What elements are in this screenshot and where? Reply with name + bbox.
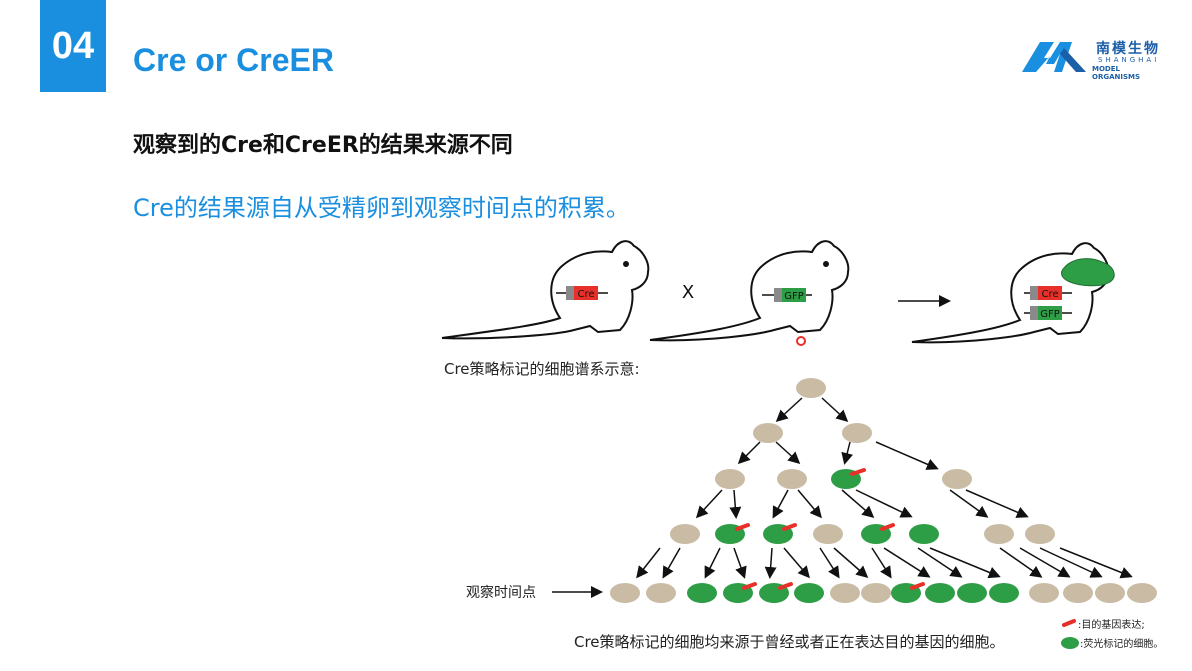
cell [1029, 583, 1059, 603]
mouse-offspring: Cre GFP [911, 242, 1115, 344]
mouse2-gene-label: GFP [784, 291, 804, 302]
section-title: Cre or CreER [133, 42, 334, 78]
cell [861, 583, 891, 603]
logo-mark-icon [1022, 42, 1086, 72]
cell [796, 378, 826, 398]
lineage-title: Cre策略标记的细胞谱系示意: [444, 360, 640, 378]
cell [1127, 583, 1157, 603]
cross-symbol: X [682, 282, 694, 303]
legend-cell-marker [1061, 637, 1079, 649]
logo-english-line1: SHANGHAI [1098, 56, 1160, 64]
cell [715, 469, 745, 489]
cell [646, 583, 676, 603]
lineage-cells [610, 378, 1157, 603]
lineage-arrows [636, 397, 1133, 579]
cursor-indicator [796, 336, 806, 346]
cell [842, 423, 872, 443]
cell [777, 469, 807, 489]
cell [753, 423, 783, 443]
logo-chinese-text: 南模生物 [1096, 41, 1160, 57]
page-subheading: Cre的结果源自从受精卵到观察时间点的积累。 [133, 194, 630, 222]
logo-english-line2: MODEL ORGANISMS [1092, 65, 1141, 81]
mouse-cre: Cre [441, 240, 650, 340]
observation-label: 观察时间点 [466, 584, 536, 601]
gene-mark [742, 582, 757, 590]
offspring-gene-label-1: Cre [1041, 289, 1058, 300]
cell [942, 469, 972, 489]
cell [984, 524, 1014, 544]
gene-mark [735, 523, 750, 531]
cell [813, 524, 843, 544]
mouse1-gene-label: Cre [577, 289, 594, 300]
gene-mark [880, 523, 895, 531]
cell-green [794, 583, 824, 603]
cell [610, 583, 640, 603]
cell [830, 583, 860, 603]
mouse-gfp: GFP [649, 240, 850, 346]
section-number: 04 [51, 24, 95, 67]
gene-mark [778, 582, 793, 590]
offspring-gene-label-2: GFP [1040, 309, 1060, 320]
cell-green [989, 583, 1019, 603]
cell-green [925, 583, 955, 603]
cell-green [909, 524, 939, 544]
cell-green [687, 583, 717, 603]
section-number-badge: 04 [40, 0, 106, 92]
cell [670, 524, 700, 544]
gene-mark [782, 523, 797, 531]
gene-mark [910, 582, 925, 590]
legend-gene-label: :目的基因表达; [1078, 618, 1145, 631]
gene-mark [850, 468, 866, 476]
cell-green [957, 583, 987, 603]
page-heading: 观察到的Cre和CreER的结果来源不同 [133, 133, 513, 158]
cell [1025, 524, 1055, 544]
cell [1063, 583, 1093, 603]
company-logo: 南模生物 SHANGHAI MODEL ORGANISMS [1020, 38, 1170, 81]
lineage-caption: Cre策略标记的细胞均来源于曾经或者正在表达目的基因的细胞。 [574, 633, 1005, 651]
legend: :目的基因表达; :荧光标记的细胞。 [1061, 618, 1163, 650]
legend-cell-label: :荧光标记的细胞。 [1080, 637, 1163, 650]
legend-gene-marker [1062, 619, 1076, 627]
cell [1095, 583, 1125, 603]
